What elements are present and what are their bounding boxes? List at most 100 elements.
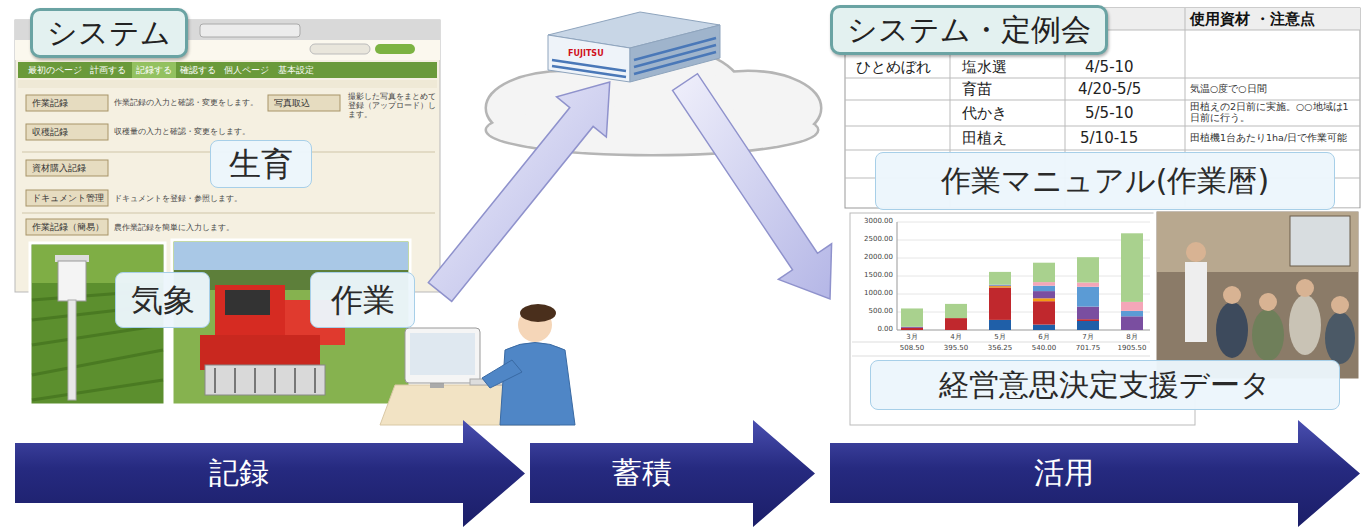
table-cell: 気温○度で○日間	[1190, 84, 1355, 95]
axis-label: 2500.00	[853, 235, 893, 243]
table-lines	[852, 342, 1150, 356]
sensor-box	[58, 261, 86, 301]
month-label: 7月	[1073, 333, 1103, 341]
menu-button	[26, 124, 108, 140]
month-label: 8月	[1117, 333, 1147, 341]
table-cell: 5/10-15	[1080, 130, 1138, 147]
separator	[22, 213, 435, 214]
arrow-body	[15, 420, 525, 527]
arrow-shape	[15, 420, 525, 527]
box-label: 作業マニュアル(作業暦)	[941, 164, 1269, 199]
cab-window	[225, 290, 270, 315]
cab	[215, 285, 285, 340]
data-value: 395.50	[936, 344, 976, 352]
axis-line	[897, 222, 898, 330]
stage-arrow: 活用	[830, 420, 1360, 527]
bar-segment	[989, 320, 1011, 330]
data-value: 1905.50	[1112, 344, 1152, 352]
person-head	[1186, 242, 1206, 262]
header-tines	[215, 368, 315, 393]
month-label: 4月	[941, 333, 971, 341]
description-text: 作業記録の入力と確認・変更をします。	[114, 98, 258, 107]
bar-segment	[1033, 301, 1055, 324]
bar-segment	[1077, 321, 1099, 330]
bar-segment	[1121, 311, 1143, 316]
table-cell: 田植え	[962, 130, 1007, 147]
seated-person	[1216, 302, 1248, 358]
stage-arrow: 記録	[15, 420, 525, 527]
data-kind-box: 作業	[310, 272, 415, 328]
nav-tab: 最初のページ	[28, 65, 82, 75]
axis-label: 0.00	[853, 325, 893, 333]
table-cell: 4/20-5/5	[1078, 81, 1141, 98]
flow-arrow	[428, 82, 609, 301]
browser-tab	[200, 24, 300, 37]
nav-tab: 記録する	[136, 65, 172, 75]
bar-segment	[1033, 325, 1055, 330]
button-label: 作業記録（簡易）	[32, 222, 104, 232]
table-cell: 4/5-10	[1085, 59, 1134, 76]
nav-selected	[132, 62, 176, 78]
nav-tab: 確認する	[180, 65, 216, 75]
axis-label: 3000.00	[853, 217, 893, 225]
data-value: 540.00	[1024, 344, 1064, 352]
hair	[520, 304, 556, 322]
stage-label: 蓄積	[612, 456, 672, 491]
nav-bar	[18, 62, 437, 78]
arrow-body	[530, 420, 815, 527]
axis-label: 2000.00	[853, 253, 893, 261]
flow-arrow	[673, 74, 832, 299]
stage-label: 活用	[1034, 456, 1094, 491]
meeting-photo	[1155, 210, 1360, 380]
bar-segment	[989, 286, 1011, 287]
button-label: ドキュメント管理	[32, 193, 104, 203]
menu-button	[268, 95, 340, 111]
arrow-shape	[530, 420, 815, 527]
bar-segment	[901, 327, 923, 328]
bar-segment	[1077, 257, 1099, 282]
arm	[482, 360, 522, 388]
data-kind-box: 気象	[115, 272, 210, 328]
bar-segment	[901, 308, 923, 326]
bar-segment	[1033, 282, 1055, 286]
stage-arrow: 蓄積	[530, 420, 815, 527]
axis-label: 1000.00	[853, 289, 893, 297]
bar-segment	[1033, 263, 1055, 282]
cloud-lobe	[487, 106, 817, 154]
monitor	[405, 328, 480, 383]
data-value: 701.75	[1068, 344, 1108, 352]
bar-segment	[1077, 307, 1099, 320]
box-label: 作業	[331, 282, 395, 319]
description-text: 収穫量の入力と確認・変更をします。	[114, 127, 250, 136]
person-head	[1296, 279, 1314, 297]
arrow-shape	[830, 420, 1360, 527]
table-cell: 塩水選	[962, 59, 1007, 76]
nav-tab: 基本設定	[278, 65, 314, 75]
bar-segment	[1033, 298, 1055, 301]
bar-segment	[945, 318, 967, 330]
menu-button	[26, 190, 108, 206]
sensor-post	[68, 300, 76, 400]
seated-person	[1289, 295, 1321, 355]
sub-header	[18, 80, 437, 88]
nav-tab: 計画する	[90, 65, 126, 75]
output-box: 経営意思決定支援データ	[870, 360, 1340, 410]
button-label: 作業記録	[32, 98, 68, 108]
bar-segment	[1033, 291, 1055, 298]
menu-button	[26, 160, 108, 176]
system-screenshot	[15, 20, 440, 292]
description-text: 撮影した写真をまとめて登録（アップロード）します。	[348, 92, 436, 120]
description-text: 農作業記録を簡単に入力します。	[114, 223, 234, 232]
month-label: 5月	[985, 333, 1015, 341]
bar-segment	[1121, 316, 1143, 330]
cloud-lobe	[487, 106, 817, 154]
bar-segment	[989, 288, 1011, 320]
button-label: 資材購入記録	[32, 163, 86, 173]
description-text: ドキュメントを登録・参照します。	[114, 194, 242, 203]
bar-segment	[901, 328, 923, 330]
stacked-bars	[901, 233, 1143, 330]
table-cell: 育苗	[962, 81, 992, 98]
sky	[174, 242, 408, 270]
panel-title: システム	[30, 8, 188, 58]
